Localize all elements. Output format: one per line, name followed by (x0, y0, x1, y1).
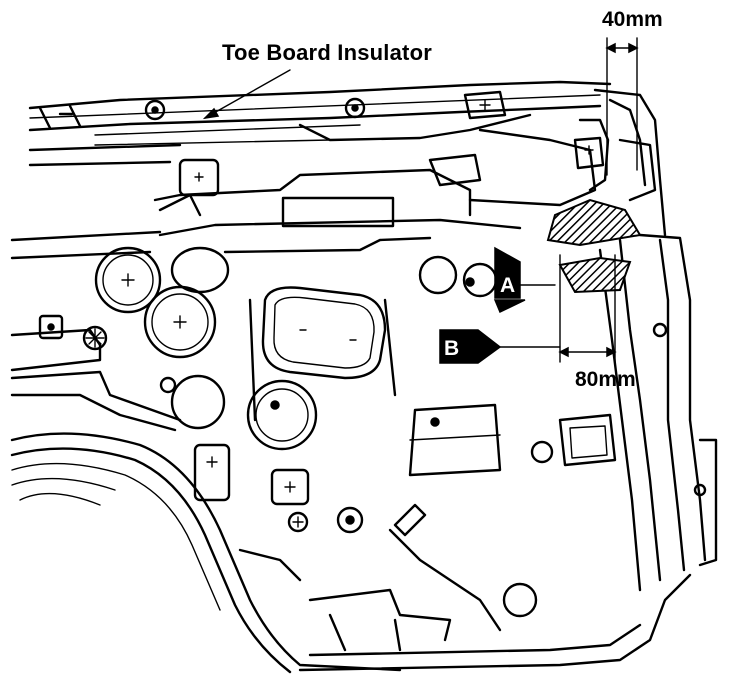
central-duct (153, 128, 597, 254)
grommets (94, 246, 554, 618)
toe-board-insulator-panel (28, 80, 612, 167)
bracket-box (408, 403, 617, 477)
dimension-80mm (558, 254, 617, 363)
pointer-a (493, 246, 556, 314)
floor-panel (238, 528, 692, 672)
left-wall (10, 230, 182, 432)
hatched-sealer-areas (546, 198, 642, 294)
point-a-label: A (500, 274, 516, 297)
point-b-label: B (444, 337, 460, 360)
insulator-leader-line (202, 69, 291, 120)
wiring-harness (10, 432, 402, 674)
fasteners (38, 90, 707, 537)
pointer-b (439, 329, 561, 364)
right-panel (578, 88, 718, 592)
dimension-40mm-label: 40mm (602, 8, 663, 31)
oval-opening (248, 286, 397, 422)
dimension-80mm-label: 80mm (575, 368, 636, 391)
toe-board-insulator-label: Toe Board Insulator (222, 40, 432, 65)
